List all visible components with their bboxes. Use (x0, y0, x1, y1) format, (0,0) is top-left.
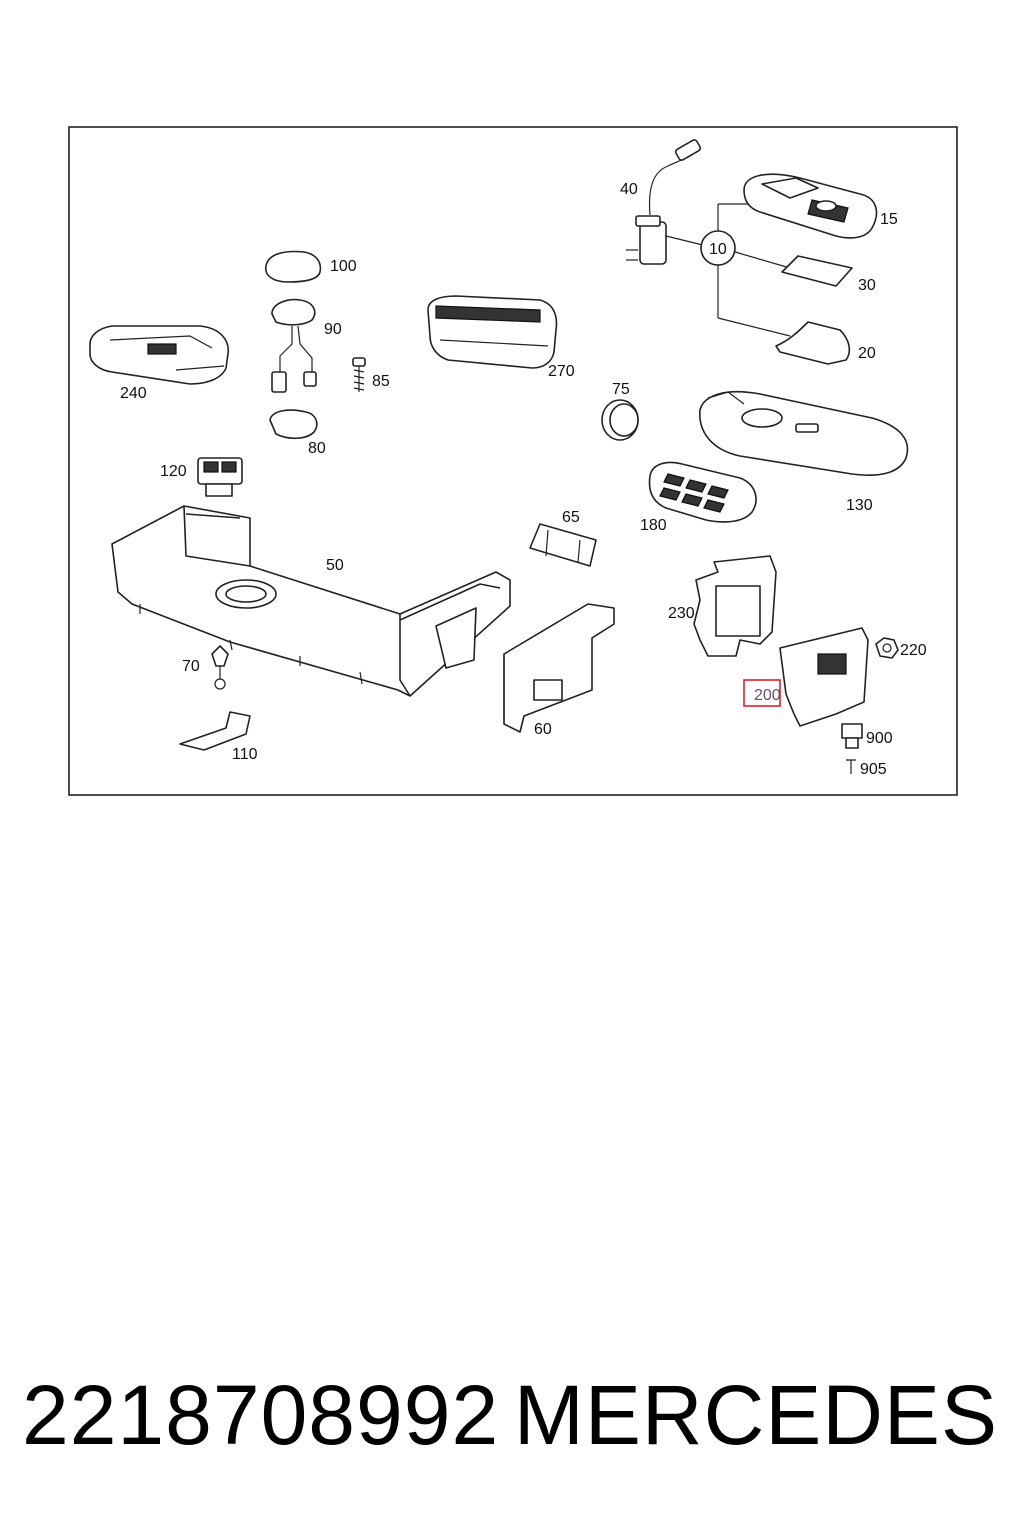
callout-20: 20 (858, 345, 876, 362)
callout-75: 75 (612, 381, 630, 398)
control-unit-illustration (779, 627, 869, 727)
callout-130: 130 (846, 497, 873, 514)
callout-50: 50 (326, 557, 344, 574)
footer: 2218708992 MERCEDES (0, 1360, 1024, 1480)
nut-illustration (875, 637, 899, 659)
callout-90: 90 (324, 321, 342, 338)
callout-900: 900 (866, 730, 893, 747)
connector-900-illustration (841, 723, 863, 749)
parts-diagram: 40 15 10 30 20 100 90 85 270 240 75 80 1… (68, 126, 958, 796)
cap-illustration (264, 250, 322, 283)
kit-bracket (700, 203, 791, 337)
screw-70-illustration (211, 645, 229, 690)
module-240-illustration (89, 325, 229, 385)
gasket-illustration (693, 555, 777, 657)
callout-80: 80 (308, 440, 326, 457)
cover-illustration (775, 321, 851, 365)
part-number: 2218708992 (22, 1368, 500, 1462)
callout-110: 110 (232, 746, 258, 763)
keypad-illustration (648, 461, 757, 523)
callout-200: 200 (754, 687, 781, 704)
clip-65-illustration (529, 523, 597, 567)
callout-230: 230 (668, 605, 695, 622)
strip-illustration (179, 711, 251, 751)
pin-905-illustration (846, 759, 856, 774)
cradle-illustration (699, 390, 909, 477)
callout-270: 270 (548, 363, 575, 380)
callout-905: 905 (860, 761, 887, 778)
phone-illustration (743, 173, 878, 239)
case-270-illustration (427, 295, 558, 369)
callout-100: 100 (330, 258, 357, 275)
callout-70: 70 (182, 658, 200, 675)
card-illustration (781, 255, 853, 287)
charger-illustration (626, 139, 708, 265)
screw-85-illustration (352, 357, 366, 392)
callout-240: 240 (120, 385, 147, 402)
callout-85: 85 (372, 373, 390, 390)
bracket-80-illustration (269, 409, 318, 440)
highlight-box (743, 679, 781, 707)
callout-120: 120 (160, 463, 187, 480)
bracket-60-illustration (503, 603, 615, 733)
callout-10: 10 (709, 241, 727, 258)
callout-30: 30 (858, 277, 876, 294)
brand-name: MERCEDES (513, 1368, 998, 1462)
switch-illustration (197, 457, 243, 497)
callout-15: 15 (880, 211, 898, 228)
callout-60: 60 (534, 721, 552, 738)
callout-220: 220 (900, 642, 927, 659)
callout-180: 180 (640, 517, 667, 534)
connector-illustration (271, 298, 317, 393)
callout-65: 65 (562, 509, 580, 526)
knob-illustration (601, 399, 639, 441)
console-tray-illustration (111, 505, 511, 697)
callout-40: 40 (620, 181, 638, 198)
